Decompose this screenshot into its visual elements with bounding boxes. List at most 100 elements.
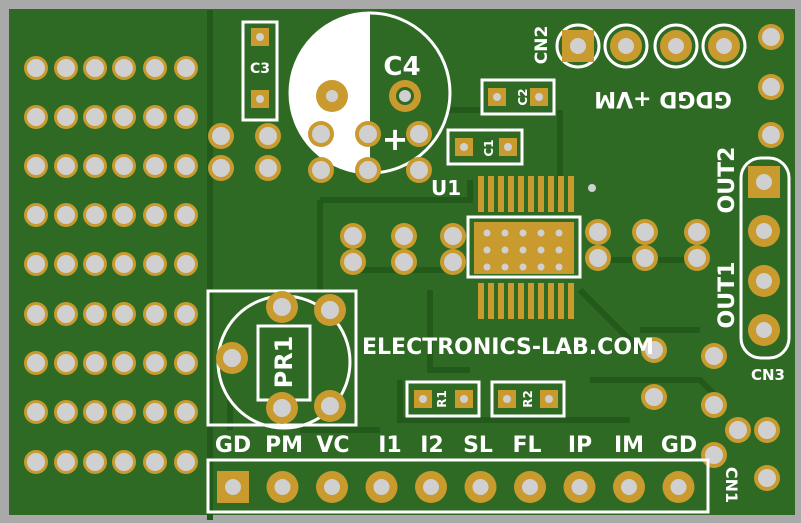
ic-pin xyxy=(508,283,514,319)
grid-hole xyxy=(174,56,198,80)
cn1-pin-label: VC xyxy=(316,433,349,458)
grid-hole xyxy=(54,105,78,129)
ic-via xyxy=(555,263,563,271)
grid-hole xyxy=(174,400,198,424)
grid-hole xyxy=(174,450,198,474)
r2-label: R2 xyxy=(521,390,535,408)
through-hole xyxy=(391,249,417,275)
cn1-pad xyxy=(662,471,695,503)
grid-hole xyxy=(112,400,136,424)
through-hole xyxy=(340,249,366,275)
cn2-connector: CN2 GDGD +VM xyxy=(532,23,747,111)
through-hole xyxy=(754,465,780,491)
ic-pin xyxy=(528,176,534,212)
grid-hole xyxy=(112,252,136,276)
cn3-pad xyxy=(748,215,780,247)
ic-via xyxy=(555,246,563,254)
through-hole xyxy=(632,219,658,245)
pr1-label: PR1 xyxy=(270,336,298,389)
ic-pin xyxy=(478,176,484,212)
c4-plus: + xyxy=(382,120,409,158)
cn2-label: CN2 xyxy=(532,26,552,65)
grid-hole xyxy=(24,252,48,276)
grid-hole xyxy=(83,302,107,326)
grid-hole xyxy=(24,154,48,178)
grid-hole xyxy=(83,450,107,474)
c2-label: C2 xyxy=(516,88,530,105)
grid-hole xyxy=(143,203,167,227)
through-hole xyxy=(440,249,466,275)
through-hole xyxy=(684,245,710,271)
through-hole xyxy=(308,157,334,183)
ic-via xyxy=(501,263,509,271)
cn3-pad xyxy=(748,265,780,297)
ic-pin xyxy=(498,283,504,319)
copper-traces xyxy=(207,10,723,520)
cn1-pad xyxy=(613,471,645,503)
cn1-pad xyxy=(464,471,497,503)
ic-pin xyxy=(568,283,574,319)
grid-hole xyxy=(83,351,107,375)
cn3-pad xyxy=(748,314,780,346)
cn3-outline xyxy=(739,156,791,360)
ic-via xyxy=(555,229,563,237)
pr1-pad xyxy=(266,392,298,424)
grid-hole xyxy=(112,351,136,375)
cn1-pin-label: GD xyxy=(661,433,697,458)
ic-via xyxy=(501,246,509,254)
grid-hole xyxy=(143,351,167,375)
ic-pin xyxy=(488,176,494,212)
r2-resistor: R2 xyxy=(490,380,566,418)
through-hole xyxy=(406,157,432,183)
c3-label: C3 xyxy=(250,61,270,77)
through-hole xyxy=(701,392,727,418)
grid-hole xyxy=(112,302,136,326)
ic-via xyxy=(519,263,527,271)
out2-label: OUT2 xyxy=(715,147,740,214)
cn1-pad xyxy=(266,471,299,503)
grid-hole xyxy=(143,154,167,178)
through-hole xyxy=(701,343,727,369)
cn1-label: CN1 xyxy=(722,467,741,503)
cn3-connector: OUT2 OUT1 CN3 xyxy=(715,147,791,384)
cn1-pad xyxy=(365,471,398,503)
cn2-pin xyxy=(701,23,747,69)
ic-via xyxy=(483,229,491,237)
cn1-pin-label: I2 xyxy=(420,433,444,458)
grid-hole xyxy=(83,203,107,227)
cn2-pad xyxy=(660,30,692,62)
cn1-pad xyxy=(415,471,447,503)
cn1-pad xyxy=(514,471,546,503)
grid-hole xyxy=(143,105,167,129)
grid-hole xyxy=(143,302,167,326)
cn1-pad xyxy=(217,471,249,503)
r1-resistor: R1 xyxy=(405,380,481,418)
ic-pin xyxy=(558,283,564,319)
c1-capacitor: C1 xyxy=(446,128,524,166)
ic-pin xyxy=(538,283,544,319)
grid-hole xyxy=(24,105,48,129)
pr1-pad xyxy=(314,390,346,422)
cn2-pin xyxy=(653,23,699,69)
through-hole xyxy=(208,123,234,149)
grid-hole xyxy=(143,400,167,424)
grid-hole xyxy=(54,56,78,80)
through-hole xyxy=(355,157,381,183)
c4-label: C4 xyxy=(383,52,420,82)
through-hole xyxy=(340,223,366,249)
pr1-pad xyxy=(314,294,346,326)
grid-hole xyxy=(54,203,78,227)
pr1-pad xyxy=(216,342,248,374)
pr1-potentiometer: PR1 xyxy=(206,289,358,430)
cn2-pad xyxy=(562,30,594,62)
cn1-pad xyxy=(563,471,596,503)
ic-pin xyxy=(498,176,504,212)
ic-pin xyxy=(548,176,554,212)
grid-hole xyxy=(112,203,136,227)
perfboard-grid xyxy=(24,56,198,474)
grid-hole xyxy=(174,351,198,375)
grid-hole xyxy=(112,105,136,129)
grid-hole xyxy=(24,450,48,474)
out1-label: OUT1 xyxy=(715,262,740,329)
